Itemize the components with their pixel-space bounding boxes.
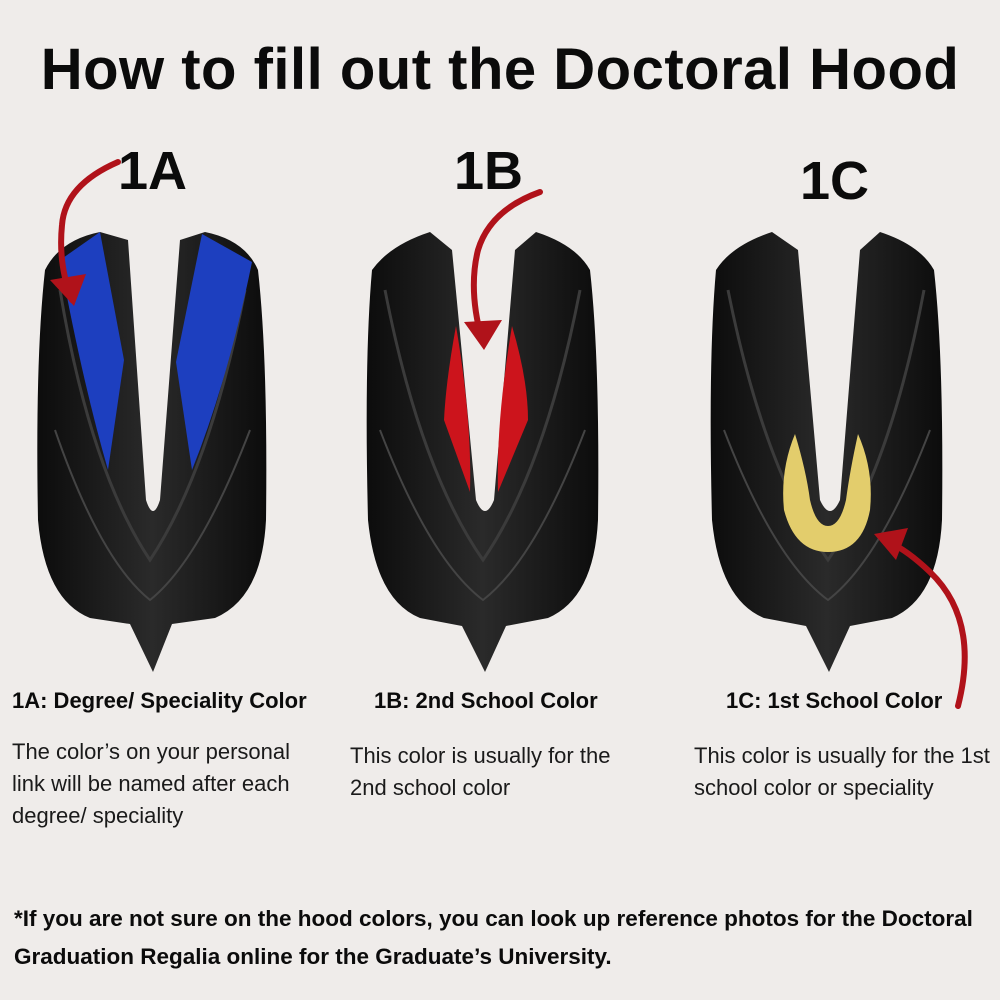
hood-1c-gold-lining (783, 434, 871, 552)
hood-1b-body (366, 232, 599, 672)
hood-1c-body (710, 232, 943, 672)
description-1b: This color is usually for the 2nd school… (350, 743, 611, 800)
hood-1a-fold (58, 289, 247, 563)
hood-1b-red-right (497, 326, 528, 492)
arrow-1b-head (464, 320, 502, 350)
label-1a: 1A (118, 141, 188, 201)
footnote: *If you are not sure on the hood colors,… (14, 906, 973, 969)
arrow-1c (881, 537, 968, 709)
description-1c: This color is usually for the 1st school… (694, 743, 990, 800)
caption-1b: 1B: 2nd School Color (374, 688, 598, 713)
hood-1c (710, 232, 943, 672)
caption-1c: 1C: 1st School Color (726, 688, 943, 713)
arrow-1c-head (874, 528, 908, 560)
hood-1b-fold (379, 429, 586, 602)
hood-1a-blue-right (176, 234, 252, 470)
label-1c: 1C (800, 151, 870, 211)
hood-1b (366, 232, 599, 672)
hood-1b-fold (383, 289, 582, 563)
hood-1c-fold (726, 289, 926, 563)
label-1b: 1B (454, 141, 524, 201)
arrow-1a-head (50, 274, 86, 306)
arrow-1a (58, 159, 121, 303)
arrow-1b (470, 189, 543, 343)
description-1a: The color’s on your personal link will b… (12, 739, 291, 828)
page-title: How to fill out the Doctoral Hood (40, 37, 960, 102)
hood-1b-red-left (444, 326, 471, 492)
hood-1c-fold (723, 429, 931, 602)
hood-1a-fold (54, 429, 251, 602)
hood-1a (37, 232, 267, 672)
caption-1a: 1A: Degree/ Speciality Color (12, 688, 307, 713)
